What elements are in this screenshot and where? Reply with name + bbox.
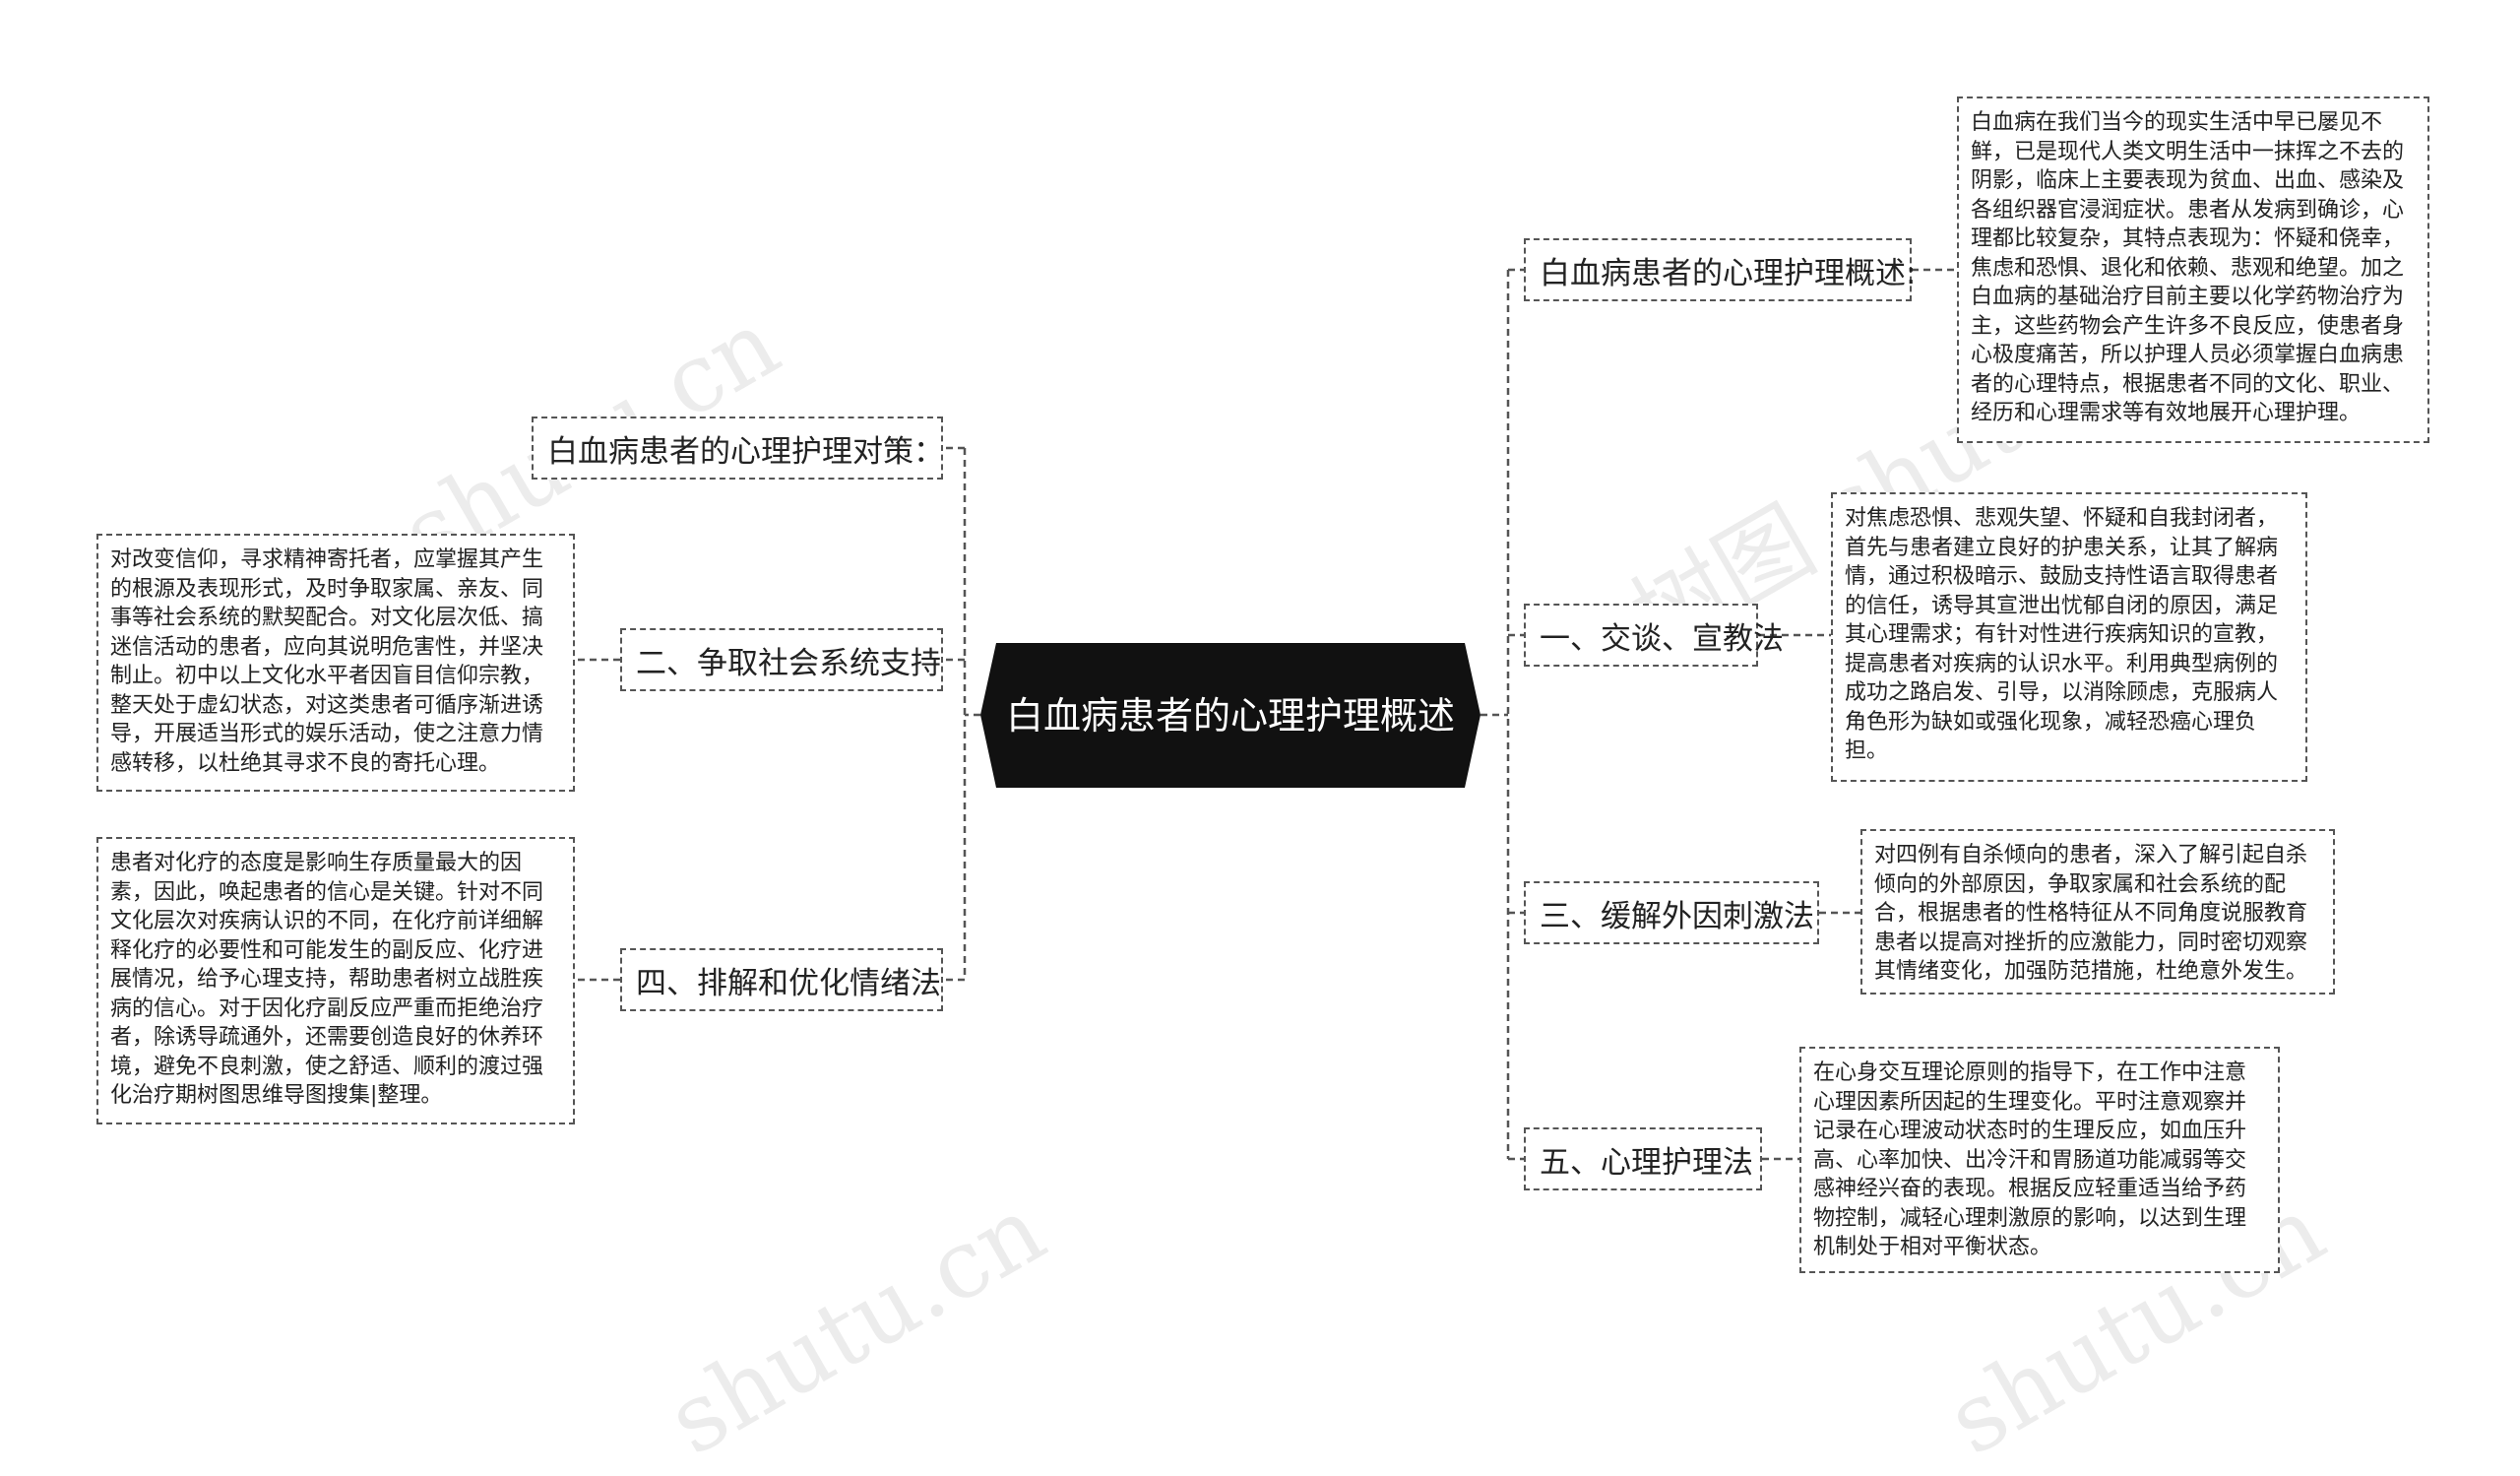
branch-label: 三、缓解外因刺激法 — [1540, 898, 1814, 934]
branch-label: 白血病患者的心理护理概述: — [1540, 255, 1917, 291]
root-shape — [980, 643, 1480, 788]
detail-text: 在心身交互理论原则的指导下，在工作中注意心理因素所因起的生理变化。平时注意观察并… — [1813, 1060, 2247, 1259]
root-label: 白血病患者的心理护理概述 — [1005, 693, 1455, 738]
branch-relieve-stimulus[interactable]: 三、缓解外因刺激法 — [1524, 881, 1819, 944]
detail-relieve-stimulus: 对四例有自杀倾向的患者，深入了解引起自杀倾向的外部原因，争取家属和社会系统的配合… — [1860, 829, 2335, 995]
detail-text: 对焦虑恐惧、悲观失望、怀疑和自我封闭者，首先与患者建立良好的护患关系，让其了解病… — [1845, 506, 2279, 763]
detail-text: 对四例有自杀倾向的患者，深入了解引起自杀倾向的外部原因，争取家属和社会系统的配合… — [1874, 843, 2308, 984]
detail-emotion: 患者对化疗的态度是影响生存质量最大的因素，因此，唤起患者的信心是关键。针对不同文… — [96, 837, 575, 1124]
detail-psych-care: 在心身交互理论原则的指导下，在工作中注意心理因素所因起的生理变化。平时注意观察并… — [1799, 1047, 2280, 1273]
detail-text: 白血病在我们当今的现实生活中早已屡见不鲜，已是现代人类文明生活中一抹挥之不去的阴… — [1971, 110, 2405, 425]
detail-text: 对改变信仰，寻求精神寄托者，应掌握其产生的根源及表现形式，及时争取家属、亲友、同… — [110, 547, 544, 776]
branch-emotion[interactable]: 四、排解和优化情绪法 — [620, 948, 943, 1011]
branch-talk-education[interactable]: 一、交谈、宣教法 — [1524, 604, 1784, 667]
detail-overview: 白血病在我们当今的现实生活中早已屡见不鲜，已是现代人类文明生活中一抹挥之不去的阴… — [1957, 96, 2429, 443]
branch-social-support[interactable]: 二、争取社会系统支持 — [620, 628, 943, 691]
branch-psych-care[interactable]: 五、心理护理法 — [1524, 1127, 1762, 1190]
branch-label: 五、心理护理法 — [1540, 1144, 1753, 1181]
branch-label: 四、排解和优化情绪法 — [636, 965, 941, 1001]
branch-overview[interactable]: 白血病患者的心理护理概述: — [1524, 238, 1916, 301]
branch-label: 二、争取社会系统支持 — [636, 645, 941, 681]
root-node[interactable]: 白血病患者的心理护理概述 — [980, 643, 1480, 788]
branch-label: 白血病患者的心理护理对策： — [547, 433, 944, 470]
connector-lines — [575, 268, 1957, 1161]
detail-talk-education: 对焦虑恐惧、悲观失望、怀疑和自我封闭者，首先与患者建立良好的护患关系，让其了解病… — [1831, 492, 2307, 782]
detail-social-support: 对改变信仰，寻求精神寄托者，应掌握其产生的根源及表现形式，及时争取家属、亲友、同… — [96, 534, 575, 792]
branch-strategies[interactable]: 白血病患者的心理护理对策： — [532, 417, 944, 480]
branch-label: 一、交谈、宣教法 — [1540, 620, 1784, 657]
detail-text: 患者对化疗的态度是影响生存质量最大的因素，因此，唤起患者的信心是关键。针对不同文… — [110, 851, 544, 1108]
